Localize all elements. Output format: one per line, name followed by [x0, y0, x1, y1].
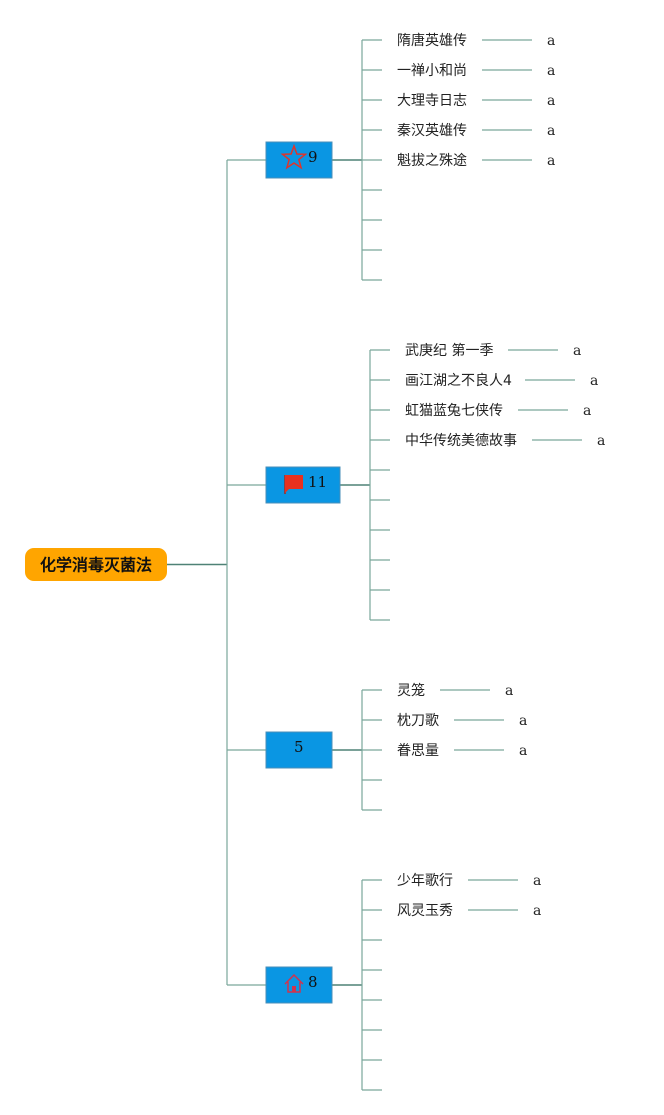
root-node-box[interactable] [25, 548, 167, 581]
leaf-label: 风灵玉秀 [397, 903, 453, 919]
leaf-label: 秦汉英雄传 [397, 122, 467, 139]
branch-node-count: 5 [294, 738, 304, 756]
leaf-item[interactable]: 少年歌行 a [397, 873, 541, 889]
leaf-value: a [547, 63, 555, 79]
leaf-label: 武庚纪 第一季 [405, 342, 493, 359]
leaf-value: a [573, 343, 581, 359]
leaf-value: a [547, 33, 555, 49]
leaf-item[interactable]: 画江湖之不良人4 a [405, 373, 598, 389]
branch-node-count: 11 [308, 473, 327, 491]
leaf-item[interactable]: 虹猫蓝兔七侠传 a [405, 403, 591, 419]
leaf-item[interactable]: 枕刀歌 a [397, 713, 527, 729]
leaf-label: 一禅小和尚 [397, 63, 467, 79]
branch-node-3[interactable]: 5 [265, 731, 333, 769]
branch-node-2[interactable]: 11 [265, 466, 341, 504]
nodes-layer: 化学消毒灭菌法 9 隋唐英雄传 a 一禅小和尚 a 大理寺日志 a 秦汉英雄传 a 魁拔之殊途 a 11… [25, 32, 605, 1004]
leaf-value: a [547, 123, 555, 139]
leaf-item[interactable]: 一禅小和尚 a [397, 63, 555, 79]
leaf-item[interactable]: 武庚纪 第一季 a [405, 342, 581, 359]
leaf-item[interactable]: 秦汉英雄传 a [397, 122, 555, 139]
leaf-item[interactable]: 魁拔之殊途 a [397, 152, 555, 169]
leaf-value: a [590, 373, 598, 389]
branch-node-count: 9 [308, 148, 318, 166]
leaf-value: a [519, 713, 527, 729]
leaf-value: a [547, 153, 555, 169]
leaf-value: a [583, 403, 591, 419]
connector-lines [167, 39, 582, 1091]
leaf-label: 魁拔之殊途 [397, 152, 467, 169]
branch-node-4[interactable]: 8 [265, 966, 333, 1004]
leaf-value: a [533, 873, 541, 889]
leaf-label: 隋唐英雄传 [397, 32, 467, 49]
leaf-label: 大理寺日志 [397, 93, 467, 109]
branch-node-1[interactable]: 9 [265, 141, 333, 179]
root-node-label: 化学消毒灭菌法 [40, 556, 152, 575]
leaf-label: 灵笼 [397, 682, 425, 699]
leaf-label: 少年歌行 [397, 873, 453, 889]
leaf-item[interactable]: 隋唐英雄传 a [397, 32, 555, 49]
leaf-value: a [519, 743, 527, 759]
root-node[interactable]: 化学消毒灭菌法 [25, 548, 167, 581]
leaf-item[interactable]: 风灵玉秀 a [397, 903, 541, 919]
leaf-value: a [505, 683, 513, 699]
leaf-value: a [597, 433, 605, 449]
leaf-item[interactable]: 中华传统美德故事 a [405, 433, 605, 449]
leaf-item[interactable]: 灵笼 a [397, 682, 513, 699]
leaf-label: 中华传统美德故事 [405, 433, 517, 449]
leaf-label: 枕刀歌 [397, 713, 439, 729]
leaf-label: 画江湖之不良人4 [405, 373, 512, 389]
leaf-item[interactable]: 眷思量 a [397, 743, 527, 759]
leaf-value: a [533, 903, 541, 919]
star-outline-icon [280, 143, 308, 170]
leaf-label: 虹猫蓝兔七侠传 [405, 403, 503, 419]
branch-node-box[interactable] [265, 731, 333, 769]
leaf-value: a [547, 93, 555, 109]
leaf-label: 眷思量 [397, 743, 439, 759]
red-flag-icon [285, 475, 303, 493]
home-icon-door [292, 986, 296, 992]
branch-node-count: 8 [308, 973, 318, 991]
branch-node-box[interactable] [265, 966, 333, 1004]
leaf-item[interactable]: 大理寺日志 a [397, 93, 555, 109]
